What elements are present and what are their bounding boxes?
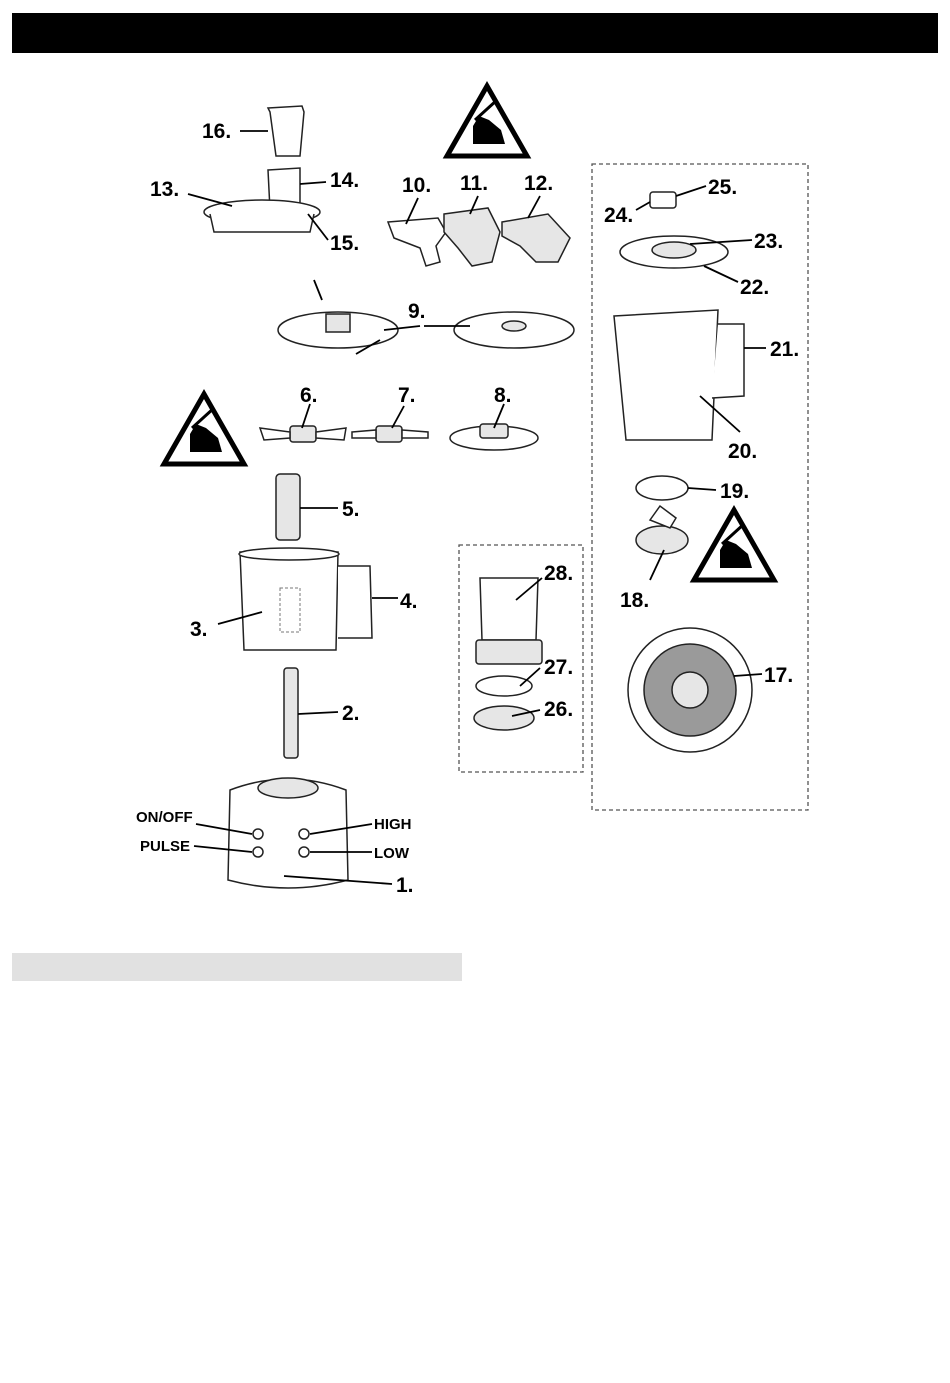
label-19: 19. [720,480,749,503]
label-3: 3. [190,618,208,641]
label-23: 23. [754,230,783,253]
label-on-off: ON/OFF [136,809,193,826]
part-6-chopping-blade [260,404,346,442]
part-27-grinder-seal [476,668,540,696]
label-24: 24. [604,204,633,227]
warning-hand-cut-icon [164,394,244,464]
part-13-lid [188,194,328,240]
label-26: 26. [544,698,573,721]
part-28-grinder-cup [476,578,542,664]
part-5-coupling-shaft [276,474,338,540]
part-2-drive-shaft [284,668,338,758]
part-16-small-pusher [240,106,304,156]
label-11: 11. [460,172,488,195]
label-20: 20. [728,440,757,463]
label-5: 5. [342,498,360,521]
label-18: 18. [620,589,649,612]
part-8-whisk-disc [450,404,538,450]
label-4: 4. [400,590,418,613]
label-2: 2. [342,702,360,725]
label-pulse: PULSE [140,838,190,855]
part-3-bowl [218,548,339,650]
label-7: 7. [398,384,416,407]
label-27: 27. [544,656,573,679]
label-16: 16. [202,120,231,143]
warning-hand-cut-icon [447,86,527,156]
part-17-motor-coupling [628,628,762,752]
part-18-blade-unit [636,506,688,580]
label-21: 21. [770,338,799,361]
part-1-motor-base [194,778,392,888]
label-1: 1. [396,874,414,897]
section-bar [12,953,462,981]
label-10: 10. [402,174,431,197]
label-17: 17. [764,664,793,687]
part-10-slicing-insert [388,198,446,266]
label-22: 22. [740,276,769,299]
label-15: 15. [330,232,359,255]
part-4-handle [338,566,398,638]
part-22-23-jug-lid [620,236,752,282]
label-25: 25. [708,176,737,199]
part-12-grating-insert [502,196,570,262]
part-11-shredding-insert [444,196,500,266]
part-26-grinder-blade [474,706,540,730]
label-8: 8. [494,384,512,407]
part-20-21-blender-jug [614,310,766,440]
part-9-disc-holder [278,280,574,354]
part-24-25-measuring-cap [636,186,706,210]
part-19-sealing-ring [636,476,716,500]
label-14: 14. [330,169,359,192]
label-12: 12. [524,172,553,195]
part-7-dough-blade [352,406,428,442]
label-9: 9. [408,300,426,323]
label-high: HIGH [374,816,412,833]
label-6: 6. [300,384,318,407]
warning-hand-cut-icon [694,510,774,580]
label-13: 13. [150,178,179,201]
label-28: 28. [544,562,573,585]
label-low: LOW [374,845,410,862]
